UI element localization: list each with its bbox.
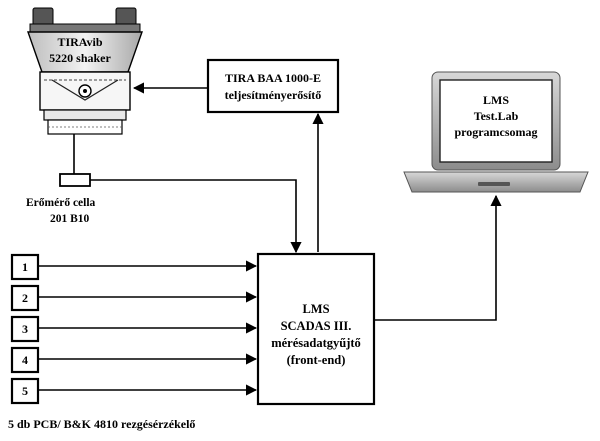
laptop-label-line2: Test.Lab: [474, 109, 519, 123]
load-cell-to-frontend-line: [90, 179, 302, 254]
frontend-to-laptop-arrow: [374, 194, 502, 321]
amplifier-label-line2: teljesítményerősítő: [225, 88, 322, 102]
shaker-label-line2: 5220 shaker: [49, 51, 111, 65]
shaker-label-line1: TIRAvib: [57, 35, 102, 49]
frontend-box: [256, 252, 376, 406]
sensor-3: 3: [10, 315, 258, 343]
sensor-2-label: 2: [22, 291, 28, 305]
laptop-label-line1: LMS: [483, 93, 509, 107]
frontend-label-line2: SCADAS III.: [281, 319, 352, 333]
load-cell-shape: [59, 173, 91, 187]
frontend-label-line3: mérésadatgyűjtő: [271, 336, 361, 350]
amplifier-label-line1: TIRA BAA 1000-E: [225, 71, 321, 85]
sensor-5-label: 5: [22, 384, 28, 398]
sensors-caption: 5 db PCB/ B&K 4810 rezgésérzékelő: [8, 417, 195, 431]
sensor-4-label: 4: [22, 353, 28, 367]
amplifier-box: [206, 58, 340, 114]
shaker-illustration: [27, 7, 143, 135]
sensor-2: 2: [10, 284, 258, 312]
laptop-label-line3: programcsomag: [454, 125, 537, 139]
frontend-label-line4: (front-end): [287, 353, 346, 367]
sensor-4: 4: [10, 346, 258, 374]
sensor-5: 5: [10, 377, 258, 405]
load-cell-label-line2: 201 B10: [50, 213, 90, 225]
sensor-1: 1: [10, 253, 258, 281]
load-cell-label-line1: Erőmérő cella: [26, 197, 96, 209]
laptop-illustration: [403, 71, 589, 193]
frontend-label-line1: LMS: [302, 302, 329, 316]
sensor-3-label: 3: [22, 322, 28, 336]
sensor-1-label: 1: [22, 260, 28, 274]
